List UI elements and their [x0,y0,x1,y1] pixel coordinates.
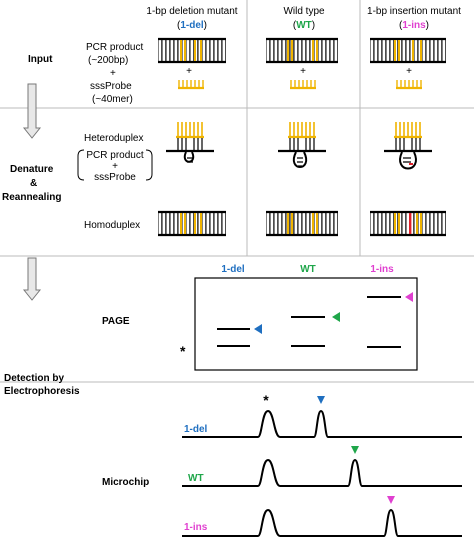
input-pcr-wt [266,37,338,64]
input-section-label: Input [28,54,53,65]
homoduplex-label: Homoduplex [84,220,140,231]
down-arrow-2 [22,257,42,301]
trace-del-label: 1-del [184,424,208,435]
wt-column-code: WT [296,20,312,31]
grid-lines [0,0,474,383]
arrowhead-wt-band [332,312,340,322]
page-section: PAGE 1-del WT 1-ins * [102,264,418,371]
detection-label-1: Detection by [4,373,64,384]
bracket-pcr-label: PCR product [86,150,143,161]
denature-label: Denature [10,164,54,175]
page-lane-del-label: 1-del [221,264,245,275]
arrowhead-wt-peak [351,446,359,454]
homoduplex-del [158,210,226,237]
del-column-code: 1-del [180,20,204,31]
trace-wt-label: WT [188,473,204,484]
trace-ins-label: 1-ins [184,522,208,533]
ins-column-title: 1-bp insertion mutant [367,6,461,17]
arrowhead-ins-band [405,292,413,302]
pcr-product-size: (~200bp) [88,55,128,66]
input-plus-label: + [110,68,116,79]
pcr-product-label: PCR product [86,42,143,53]
trace-ins-line [182,508,462,537]
gel-frame [194,277,418,371]
denature-section: Denature & Reannealing Heteroduplex PCR … [2,122,446,301]
wt-column-subtitle: (WT) [293,20,315,31]
heteroduplex-wt [278,122,326,168]
trace-del-line [182,409,462,438]
homoduplex-ins [370,210,446,237]
left-bracket [77,149,85,181]
page-label: PAGE [102,316,130,327]
detection-section: Detection by Electrophoresis Microchip *… [4,373,462,537]
page-lane-ins-label: 1-ins [370,264,394,275]
down-arrow-1 [22,83,42,139]
ins-column-code: 1-ins [402,20,426,31]
input-pcr-ins [370,37,446,64]
input-probe-ins [396,80,422,90]
input-plus-ins: + [406,66,412,77]
del-column-title: 1-bp deletion mutant [146,6,237,17]
microchip-label: Microchip [102,477,149,488]
arrowhead-del-band [254,324,262,334]
arrowhead-del-peak [317,396,325,404]
input-plus-wt: + [300,66,306,77]
heteroduplex-del [166,122,214,163]
input-pcr-del [158,37,226,64]
heteroduplex-label: Heteroduplex [84,133,143,144]
column-headers: 1-bp deletion mutant (1-del) Wild type (… [146,6,461,31]
ampersand-label: & [30,178,37,189]
input-probe-wt [290,80,316,90]
right-bracket [145,149,153,181]
bracket-probe-label: sssProbe [94,172,136,183]
heteroduplex-ins [384,122,432,170]
ins-column-subtitle: (1-ins) [399,20,429,31]
wt-column-title: Wild type [283,6,325,17]
del-column-subtitle: (1-del) [177,20,207,31]
reannealing-label: Reannealing [2,192,61,203]
trace-star: * [263,392,269,408]
sssprobe-size: (~40mer) [92,94,133,105]
page-star: * [180,343,186,359]
sssprobe-label: sssProbe [90,81,132,92]
detection-label-2: Electrophoresis [4,386,80,397]
page-lane-wt-label: WT [300,264,316,275]
homoduplex-wt [266,210,338,237]
input-plus-del: + [186,66,192,77]
bracket-plus-label: + [112,161,118,172]
input-probe-del [178,80,204,90]
arrowhead-ins-peak [387,496,395,504]
input-section: Input PCR product (~200bp) + sssProbe (~… [22,37,446,139]
trace-wt-line [182,458,462,487]
